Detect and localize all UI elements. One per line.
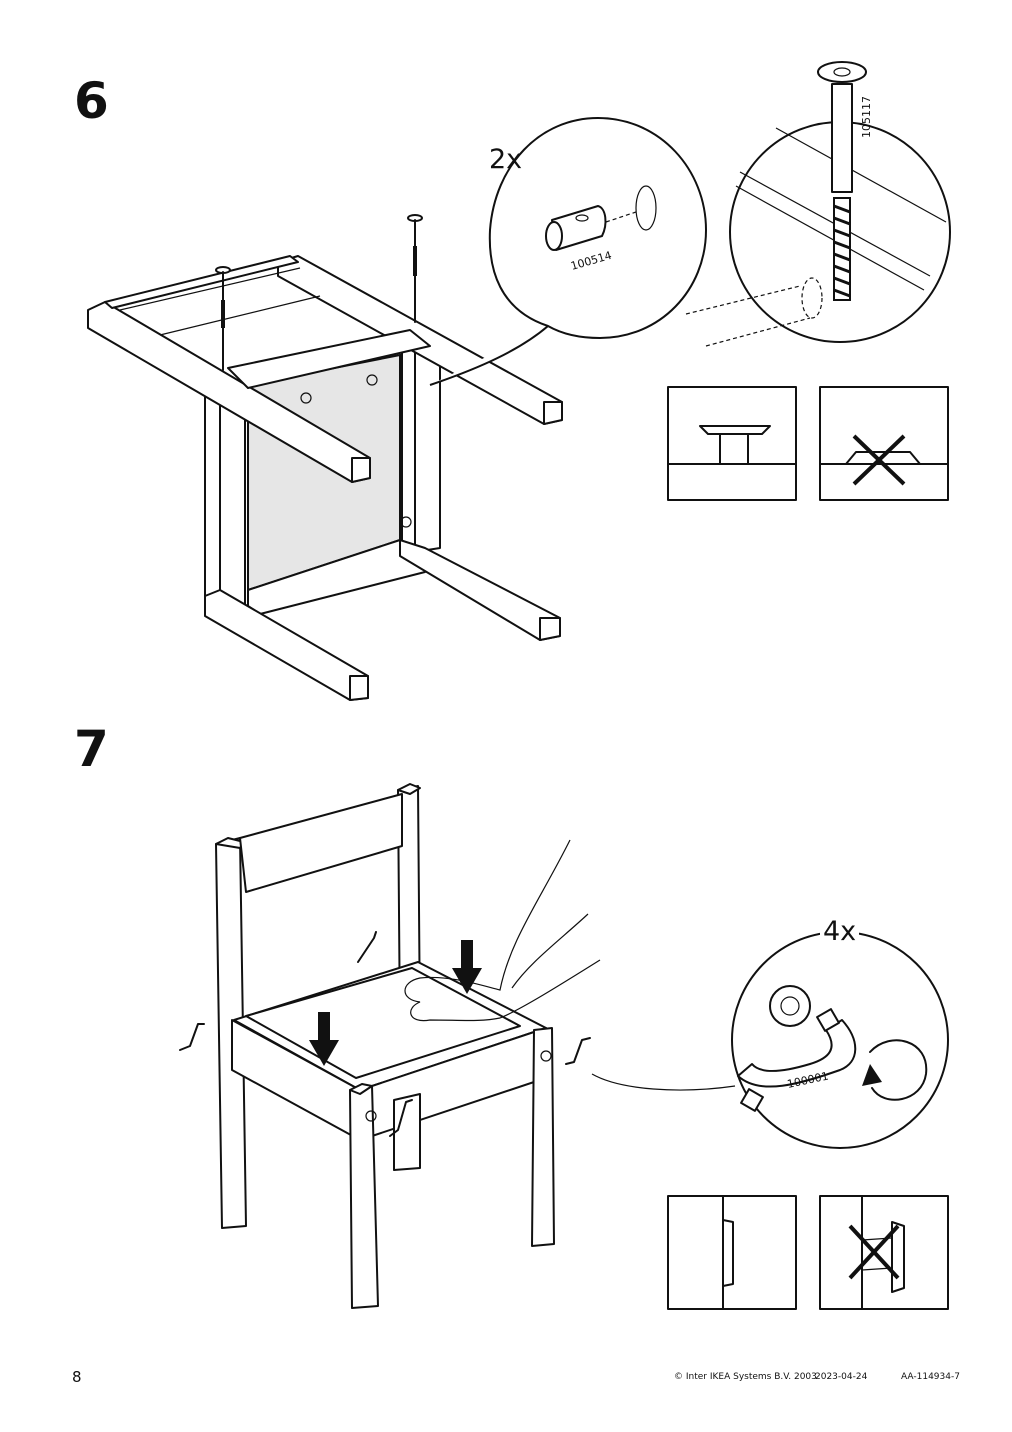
step-7-quantity: 4x bbox=[820, 918, 860, 945]
step-7-chair bbox=[179, 783, 601, 1309]
bolt-icon bbox=[407, 214, 423, 323]
part-number-105117: 105117 bbox=[860, 96, 873, 138]
allen-key-icon bbox=[179, 1023, 205, 1051]
document-date: 2023-04-24 bbox=[815, 1372, 868, 1382]
document-id: AA-114934-7 bbox=[901, 1372, 960, 1382]
barrel-nut-detail: 100514 bbox=[429, 117, 707, 386]
allen-key-icon bbox=[357, 931, 377, 963]
step-7-number: 7 bbox=[74, 720, 109, 778]
wrong-bolt-sunk-box bbox=[819, 386, 949, 501]
bolt-detail: 105117 bbox=[685, 61, 951, 347]
step-6-number: 6 bbox=[74, 72, 109, 130]
allen-key-icon bbox=[565, 1037, 591, 1065]
bolt-icon bbox=[215, 266, 231, 371]
allen-key-detail: 100001 bbox=[591, 931, 949, 1149]
copyright-text: © Inter IKEA Systems B.V. 2003 bbox=[674, 1372, 817, 1382]
page-number: 8 bbox=[72, 1368, 82, 1386]
press-down-arrow-icon bbox=[309, 1012, 339, 1066]
correct-bolt-flush-box bbox=[667, 386, 797, 501]
step-6-chair-upside-down bbox=[87, 214, 563, 701]
press-down-arrow-icon bbox=[452, 940, 482, 994]
connector-bolt-icon bbox=[817, 61, 867, 301]
rotate-clockwise-icon bbox=[862, 1039, 928, 1101]
wrong-key-protruding-box bbox=[819, 1195, 949, 1310]
barrel-nut-icon bbox=[545, 205, 607, 251]
step-6-quantity: 2x bbox=[489, 144, 523, 175]
allen-key-icon bbox=[389, 1099, 413, 1137]
correct-key-flush-box bbox=[667, 1195, 797, 1310]
